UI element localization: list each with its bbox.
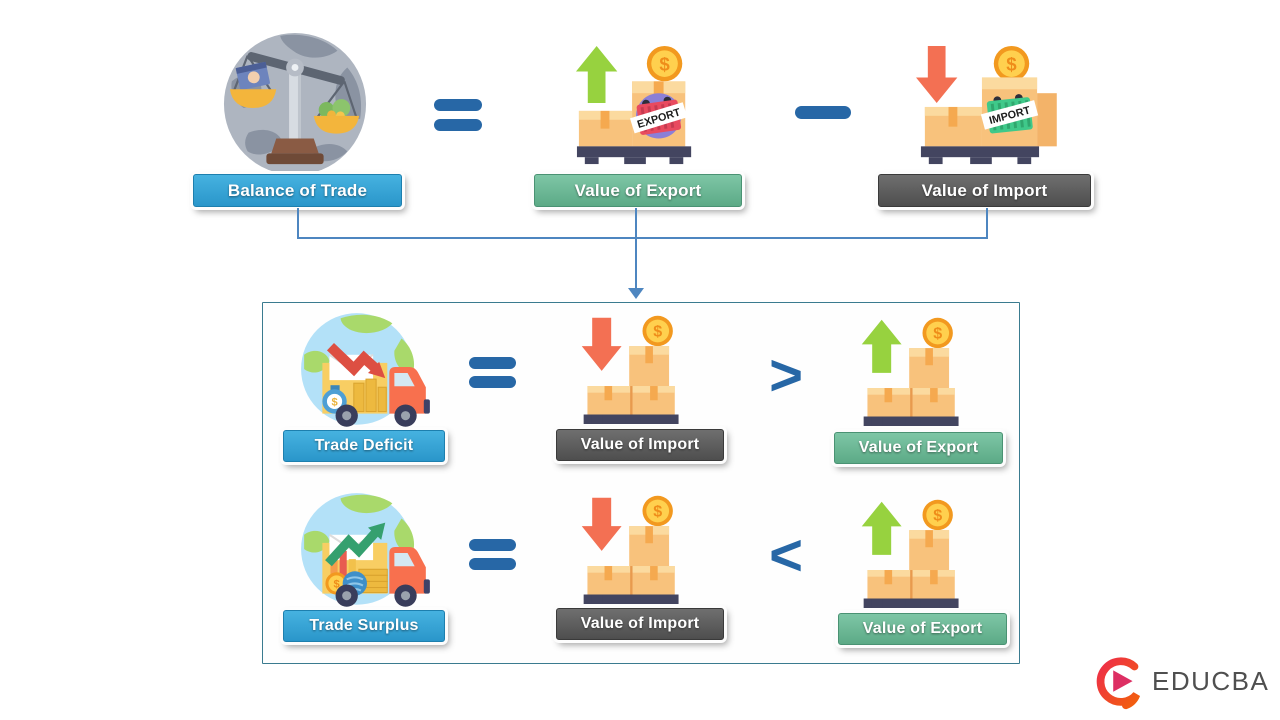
value-of-export-label-top: Value of Export: [534, 174, 742, 207]
export-goods-icon: $ EXPORT: [572, 42, 702, 168]
dollar-coin-icon: $: [653, 323, 662, 341]
balance-of-trade-label: Balance of Trade: [193, 174, 402, 207]
connector-center-vertical: [635, 208, 637, 289]
import-boxes-icon-row1: $: [576, 312, 690, 424]
down-arrow-icon: [916, 45, 958, 104]
educba-logo-icon: [1092, 654, 1148, 712]
money-bag-dollar: $: [331, 396, 338, 408]
trade-deficit-truck-icon: $: [296, 310, 438, 432]
up-arrow-icon: [861, 501, 902, 555]
trade-surplus-truck-icon: $: [296, 490, 438, 612]
dollar-coin-icon: $: [653, 503, 662, 521]
balance-scale-globe-icon: [221, 30, 369, 178]
value-of-import-label-row2: Value of Import: [556, 608, 724, 640]
dollar-coin-icon: $: [933, 507, 942, 525]
trade-deficit-label: Trade Deficit: [283, 430, 445, 462]
equals-sign-row2: [469, 539, 516, 570]
connector-left-vertical: [297, 208, 299, 238]
connector-horizontal: [297, 237, 988, 239]
minus-sign: [795, 106, 851, 119]
value-of-import-label-top: Value of Import: [878, 174, 1091, 207]
import-boxes-icon-row2: $: [576, 492, 690, 604]
trade-surplus-label: Trade Surplus: [283, 610, 445, 642]
connector-right-vertical: [986, 208, 988, 238]
up-arrow-icon: [575, 45, 618, 104]
educba-logo-text: EDUCBA: [1152, 666, 1270, 696]
value-of-export-label-row2: Value of Export: [838, 613, 1007, 645]
deficit-zigzag-arrow-icon: [326, 342, 379, 377]
down-arrow-icon: [581, 317, 622, 371]
value-of-import-label-row1: Value of Import: [556, 429, 724, 461]
gold-coin-dollar: $: [333, 579, 340, 591]
equals-sign-top: [434, 99, 482, 131]
less-than-sign: <: [769, 523, 803, 588]
greater-than-sign: >: [769, 343, 803, 408]
equals-sign-row1: [469, 357, 516, 388]
value-of-export-label-row1: Value of Export: [834, 432, 1003, 464]
dollar-coin-icon: $: [933, 325, 942, 343]
export-boxes-icon-row1: $: [856, 314, 970, 426]
surplus-zigzag-arrow-icon: [325, 527, 381, 567]
export-boxes-icon-row2: $: [856, 496, 970, 608]
dollar-coin-icon: $: [659, 54, 670, 75]
down-arrow-icon: [581, 497, 622, 551]
up-arrow-icon: [861, 319, 902, 373]
import-goods-icon: $ IMPORT: [898, 42, 1062, 168]
dollar-coin-icon: $: [1006, 54, 1017, 75]
connector-arrowhead-icon: [628, 288, 644, 299]
